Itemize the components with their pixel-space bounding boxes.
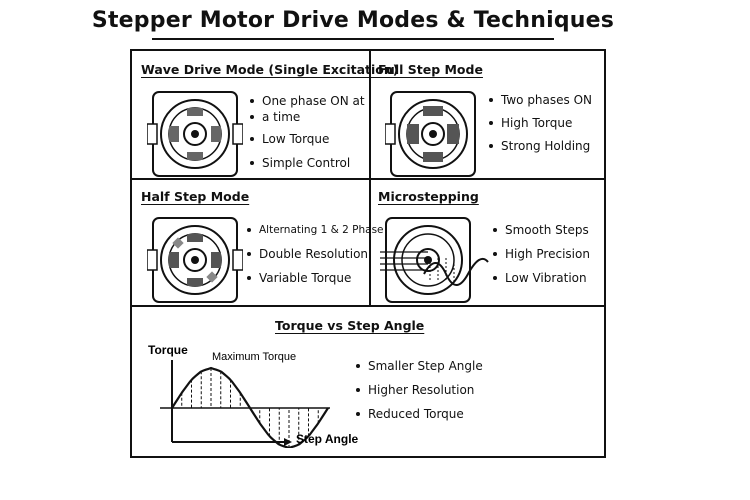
panel-bullets-microstepping: Smooth Steps High Precision Low Vibratio…: [493, 222, 590, 286]
panel-heading-half-step: Half Step Mode: [141, 189, 250, 204]
bullet-item: Strong Holding: [489, 138, 592, 154]
chart-y-axis-label: Torque: [148, 343, 188, 357]
torque-vs-step-angle-chart: Torque Maximum Torque Step Angle: [148, 343, 359, 448]
torque-section-heading: Torque vs Step Angle: [275, 318, 425, 333]
bullet-item: Alternating 1 & 2 Phase: [247, 222, 384, 238]
bullet-item: Smooth Steps: [493, 222, 590, 238]
bullet-item-continuation: a time: [250, 109, 365, 125]
motor-icon-half-step: [147, 217, 243, 303]
bullet-item: Smaller Step Angle: [356, 358, 483, 374]
horizontal-divider-top: [130, 178, 606, 180]
diagram-frame: [130, 49, 606, 458]
panel-bullets-full-step: Two phases ON High Torque Strong Holding: [489, 92, 592, 154]
horizontal-divider-bottom: [130, 305, 606, 307]
bullet-item: Reduced Torque: [356, 406, 483, 422]
bullet-item: High Precision: [493, 246, 590, 262]
motor-icon-full-step: [385, 91, 476, 177]
panel-heading-wave-drive: Wave Drive Mode (Single Excitation): [141, 62, 399, 77]
chart-series-line: [171, 366, 329, 448]
bullet-item: Variable Torque: [247, 270, 384, 286]
panel-heading-microstepping: Microstepping: [378, 189, 479, 204]
bullet-item: Double Resolution: [247, 246, 384, 262]
bullet-item: Low Torque: [250, 131, 365, 147]
panel-bullets-wave-drive: One phase ON at a time Low Torque Simple…: [250, 93, 365, 171]
panel-bullets-half-step: Alternating 1 & 2 Phase Double Resolutio…: [247, 222, 384, 286]
panel-heading-full-step: Full Step Mode: [378, 62, 483, 77]
title-underline: [152, 38, 554, 40]
torque-section-bullets: Smaller Step Angle Higher Resolution Red…: [356, 358, 483, 422]
bullet-item: Higher Resolution: [356, 382, 483, 398]
motor-icon-wave-drive: [147, 91, 243, 177]
bullet-item: Two phases ON: [489, 92, 592, 108]
chart-x-axis-arrow: [284, 438, 292, 446]
bullet-item: High Torque: [489, 115, 592, 131]
bullet-item: One phase ON at: [250, 93, 365, 109]
bullet-item: Low Vibration: [493, 270, 590, 286]
chart-annotation-maximum-torque: Maximum Torque: [212, 351, 296, 363]
chart-x-axis-label: Step Angle: [296, 432, 359, 446]
bullet-item: Simple Control: [250, 155, 365, 171]
motor-icon-microstepping: [380, 217, 489, 303]
page-title: Stepper Motor Drive Modes & Techniques: [91, 8, 615, 33]
